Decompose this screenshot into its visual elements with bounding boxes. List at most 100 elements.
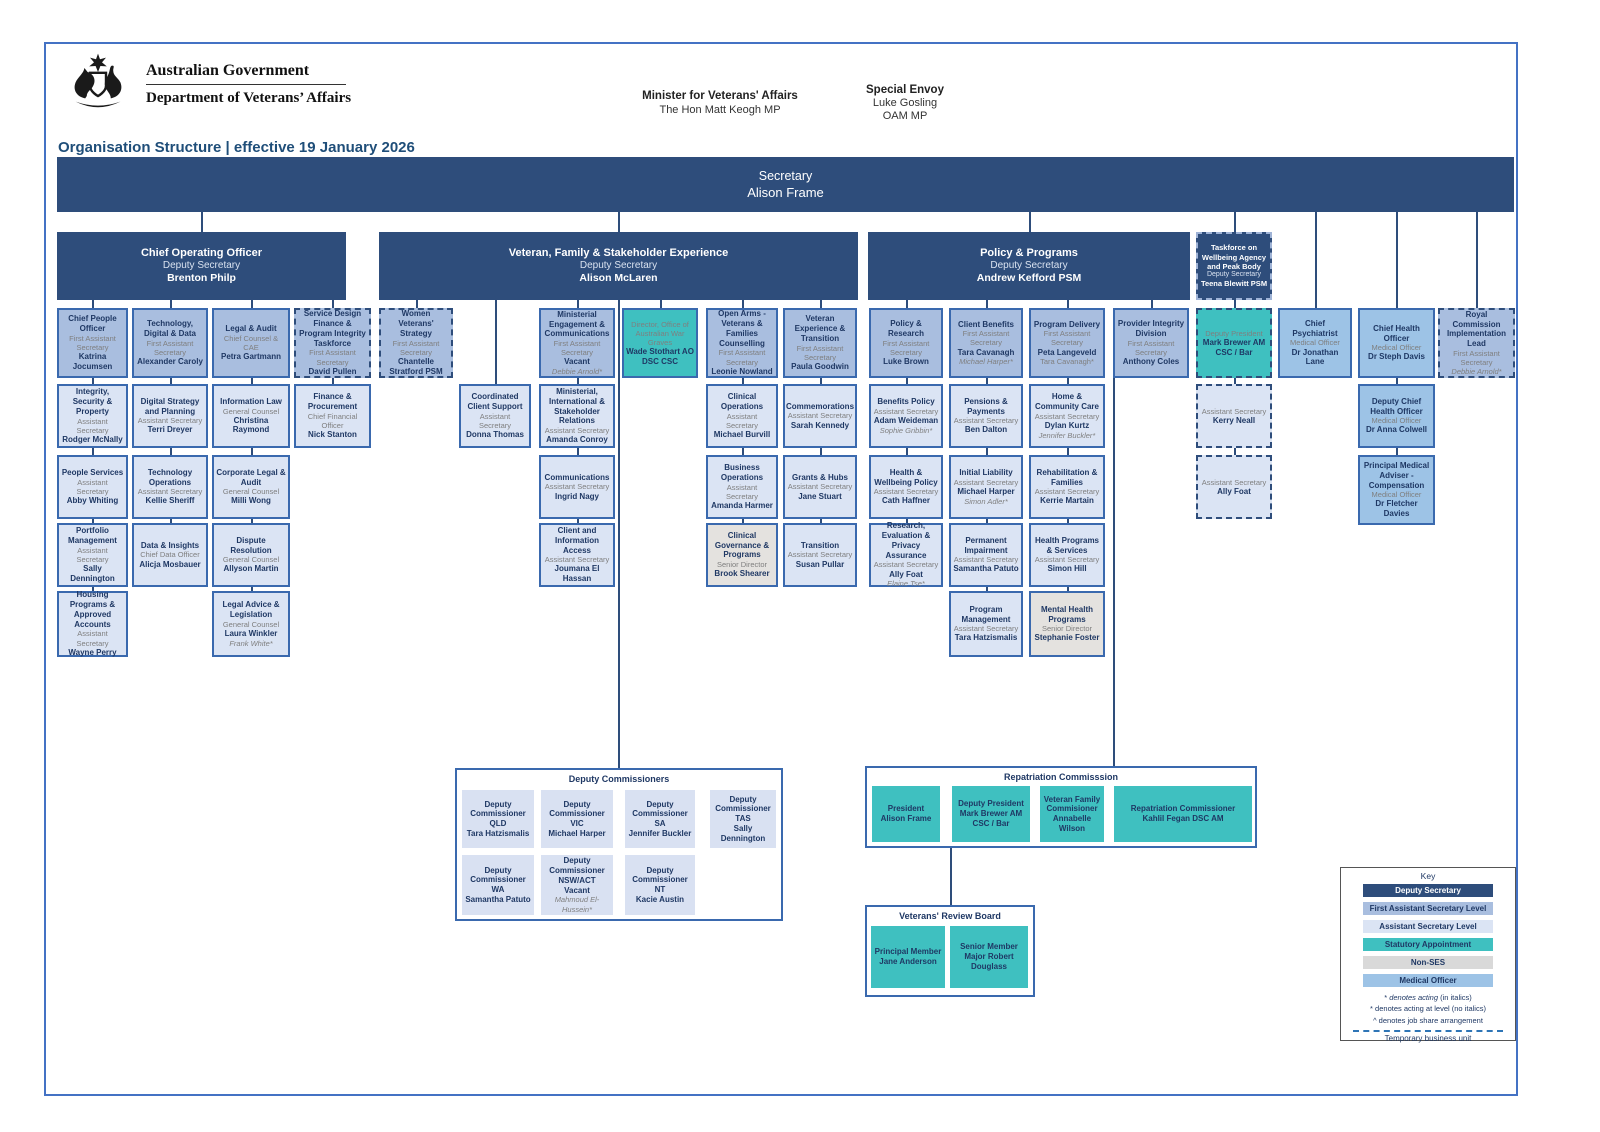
- connector-line: [251, 587, 253, 591]
- document-title: Organisation Structure | effective 19 Ja…: [58, 139, 415, 156]
- org-box-line: Grants & Hubs: [791, 472, 848, 482]
- legend-swatch: Deputy Secretary: [1363, 884, 1493, 897]
- org-box-line: Chief Health Officer: [1373, 323, 1420, 343]
- org-box-line: Kerry Neall: [1212, 415, 1256, 425]
- org-box-line: Chief Financial Officer: [307, 411, 358, 430]
- org-box-line: Petra Gartmann: [220, 352, 282, 362]
- org-box-line: Dr Fletcher Davies: [1375, 499, 1418, 519]
- org-box-line: Amanda Harmer: [711, 501, 773, 511]
- legend-swatch: Statutory Appointment: [1363, 938, 1493, 951]
- org-box: Research, Evaluation & Privacy Assurance…: [869, 521, 943, 588]
- org-box-line: Veteran Experience & Transition: [794, 314, 846, 343]
- org-box-line: First Assistant Secretary: [1127, 338, 1175, 357]
- org-box-line: Assistant Secretary: [953, 416, 1019, 426]
- org-box-line: Deputy President: [1205, 328, 1263, 338]
- org-box-line: Senior Director: [1041, 624, 1093, 634]
- org-box-line: Mark Brewer AM CSC / Bar: [1202, 337, 1266, 357]
- org-box-line: Health Programs & Services: [1034, 535, 1100, 555]
- org-box-line: NSW/ACT: [558, 875, 596, 885]
- org-box-line: Chief People Officer: [68, 314, 117, 334]
- connector-line: [1476, 212, 1478, 308]
- org-box-line: Dr Anna Colwell: [1365, 425, 1428, 435]
- connector-line: [618, 300, 620, 768]
- org-box-line: Ingrid Nagy: [554, 491, 599, 501]
- org-box-line: Sarah Kennedy: [790, 420, 850, 430]
- org-box-line: First Assistant Secretary: [718, 348, 766, 367]
- org-box-line: Business Operations: [720, 463, 764, 482]
- minister-block: Minister for Veterans' Affairs The Hon M…: [600, 90, 840, 116]
- org-box-line: Brenton Philp: [167, 272, 236, 285]
- org-box-line: Royal Commission Implementation Lead: [1446, 309, 1507, 349]
- org-box-line: Medical Officer: [1371, 490, 1422, 500]
- connector-line: [1396, 448, 1398, 455]
- government-wordmark: Australian Government Department of Vete…: [146, 62, 406, 107]
- org-box-line: Mark Brewer AM: [959, 809, 1023, 819]
- connector-line: [1234, 448, 1236, 455]
- org-box-line: Nick Stanton: [308, 430, 357, 440]
- org-box-line: General Counsel: [222, 555, 280, 565]
- org-box-line: Veteran Family: [1043, 794, 1101, 804]
- org-box-line: Vacant: [564, 885, 590, 895]
- org-box-line: Kerrie Martain: [1040, 496, 1094, 506]
- org-box-line: Technology, Digital & Data: [143, 319, 196, 338]
- org-box-line: Repatriation Commissioner: [1130, 804, 1236, 814]
- org-box-line: Assistant Secretary: [953, 555, 1019, 565]
- org-box-line: General Counsel: [222, 406, 280, 416]
- org-box-line: Frank White*: [229, 638, 273, 648]
- org-box-line: Michael Harper: [957, 487, 1015, 496]
- connector-line: [251, 300, 253, 308]
- org-box-line: Dr Jonathan Lane: [1291, 347, 1339, 367]
- minister-name: The Hon Matt Keogh MP: [659, 104, 781, 116]
- org-box-line: Anthony Coles: [1122, 357, 1180, 367]
- legend-title: Key: [1420, 871, 1436, 881]
- org-box-line: Integrity, Security & Property: [72, 387, 113, 416]
- org-box-line: Finance & Procurement: [307, 392, 358, 411]
- connector-line: [742, 378, 744, 384]
- secretary-role: Secretary: [758, 169, 813, 183]
- org-box-line: Assistant Secretary: [1201, 406, 1267, 416]
- connector-line: [1234, 378, 1236, 384]
- connector-line: [618, 212, 620, 232]
- connector-line: [92, 378, 94, 384]
- org-box-line: WA: [491, 885, 505, 894]
- org-box-line: Assistant Secretary: [725, 482, 759, 501]
- org-box-line: Simon Hill: [1047, 564, 1087, 574]
- org-box-line: Adam Weideman: [873, 416, 939, 425]
- connector-line: [251, 519, 253, 523]
- org-box-line: Senior Member: [960, 942, 1018, 952]
- org-box-line: Provider Integrity Division: [1117, 319, 1185, 338]
- org-box-line: First Assistant Secretary: [553, 339, 601, 358]
- connector-line: [1029, 212, 1031, 232]
- org-box-line: Medical Officer: [1290, 338, 1340, 348]
- org-box-line: Teena Blewitt PSM: [1200, 279, 1268, 289]
- org-box-line: Tara Hatzismalis: [954, 633, 1018, 643]
- connector-line: [1234, 212, 1236, 232]
- connector-line: [92, 587, 94, 591]
- org-box-line: Stephanie Foster: [1034, 633, 1100, 643]
- connector-line: [1113, 378, 1115, 766]
- org-box-line: First Assistant Secretary: [796, 343, 844, 362]
- org-box-line: Housing Programs & Approved Accounts: [69, 590, 116, 629]
- connector-line: [986, 378, 988, 384]
- secretary-name: Alison Frame: [747, 185, 824, 200]
- org-box-line: Kellie Sheriff: [145, 496, 195, 506]
- org-box-line: Abby Whiting: [66, 496, 119, 506]
- special-envoy-block: Special Envoy Luke Gosling OAM MP: [830, 84, 980, 122]
